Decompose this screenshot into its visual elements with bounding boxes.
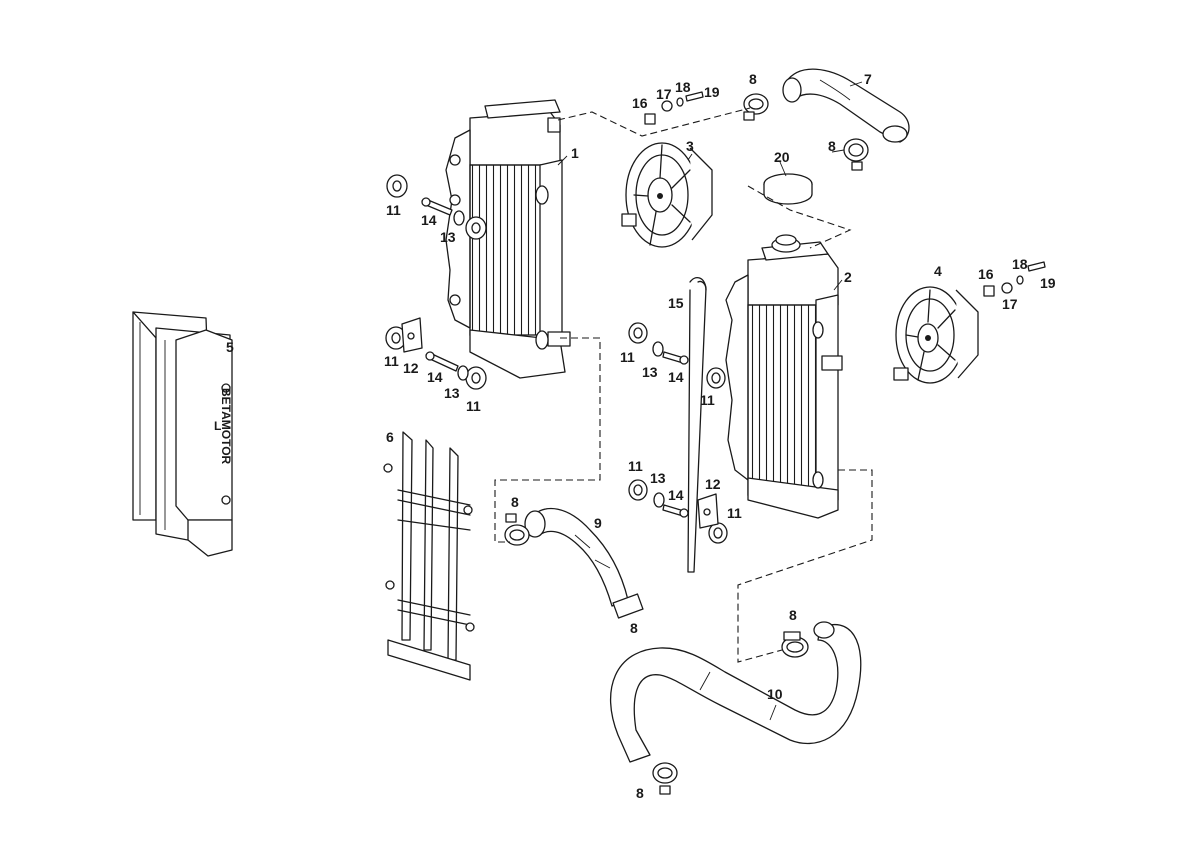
hose-clamp-mid-left — [504, 513, 530, 546]
radiator-left — [445, 99, 571, 379]
callout-8c: 8 — [511, 494, 519, 510]
cooling-fan-right — [893, 286, 979, 384]
callout-14c: 14 — [668, 369, 684, 385]
leader-lines — [557, 81, 863, 291]
callout-8d: 8 — [630, 620, 638, 636]
hose-clamp-bottom — [652, 762, 678, 795]
callout-18a: 18 — [675, 79, 691, 95]
lower-hose — [609, 621, 862, 763]
callout-3: 3 — [686, 138, 694, 154]
callout-14a: 14 — [421, 212, 437, 228]
callout-8a: 8 — [749, 71, 757, 87]
callout-16a: 16 — [632, 95, 648, 111]
callout-1: 1 — [571, 145, 579, 161]
callout-11g: 11 — [727, 505, 742, 521]
callout-4: 4 — [934, 263, 942, 279]
fan-fasteners — [644, 91, 1046, 297]
callout-8b: 8 — [828, 138, 836, 154]
cooling-fan-upper — [621, 142, 713, 248]
callout-8f: 8 — [636, 785, 644, 801]
callout-12b: 12 — [705, 476, 721, 492]
callout-18b: 18 — [1012, 256, 1028, 272]
callout-2: 2 — [844, 269, 852, 285]
callout-19a: 19 — [704, 84, 720, 100]
callout-17a: 17 — [656, 86, 672, 102]
callout-20: 20 — [774, 149, 790, 165]
callout-labels: 1 2 3 4 5 6 7 8 8 8 8 8 8 9 10 11 11 11 … — [226, 71, 1056, 801]
callout-15: 15 — [668, 295, 684, 311]
callout-13d: 13 — [650, 470, 666, 486]
radiator-guard-left: BETAMOTOR L — [132, 311, 233, 557]
callout-10: 10 — [767, 686, 783, 702]
hose-clamp-top — [743, 93, 769, 121]
callout-11b: 11 — [384, 353, 399, 369]
callout-12a: 12 — [403, 360, 419, 376]
guard-side-letter: L — [214, 419, 221, 433]
callout-9: 9 — [594, 515, 602, 531]
callout-11a: 11 — [386, 202, 401, 218]
callout-13c: 13 — [642, 364, 658, 380]
callout-14d: 14 — [668, 487, 684, 503]
callout-11d: 11 — [620, 349, 635, 365]
callout-11c: 11 — [466, 398, 481, 414]
callout-11e: 11 — [700, 392, 715, 408]
callout-5: 5 — [226, 339, 234, 355]
guard-lettering: BETAMOTOR — [219, 388, 233, 465]
callout-11f: 11 — [628, 458, 643, 474]
callout-7: 7 — [864, 71, 872, 87]
assembly-lines — [494, 107, 873, 663]
upper-hose — [782, 68, 910, 143]
callout-19b: 19 — [1040, 275, 1056, 291]
middle-hose — [524, 507, 644, 619]
callout-14b: 14 — [427, 369, 443, 385]
mounting-hardware — [385, 174, 728, 544]
hose-clamp-upper-right — [843, 138, 869, 171]
radiator-right — [725, 234, 843, 519]
callout-6: 6 — [386, 429, 394, 445]
callout-13b: 13 — [444, 385, 460, 401]
overflow-tube — [687, 277, 707, 573]
callout-17b: 17 — [1002, 296, 1018, 312]
callout-16b: 16 — [978, 266, 994, 282]
radiator-cap — [763, 173, 813, 205]
hose-clamp-lower-right — [781, 631, 809, 658]
callout-8e: 8 — [789, 607, 797, 623]
callout-13a: 13 — [440, 229, 456, 245]
radiator-guard-frame — [383, 431, 475, 681]
